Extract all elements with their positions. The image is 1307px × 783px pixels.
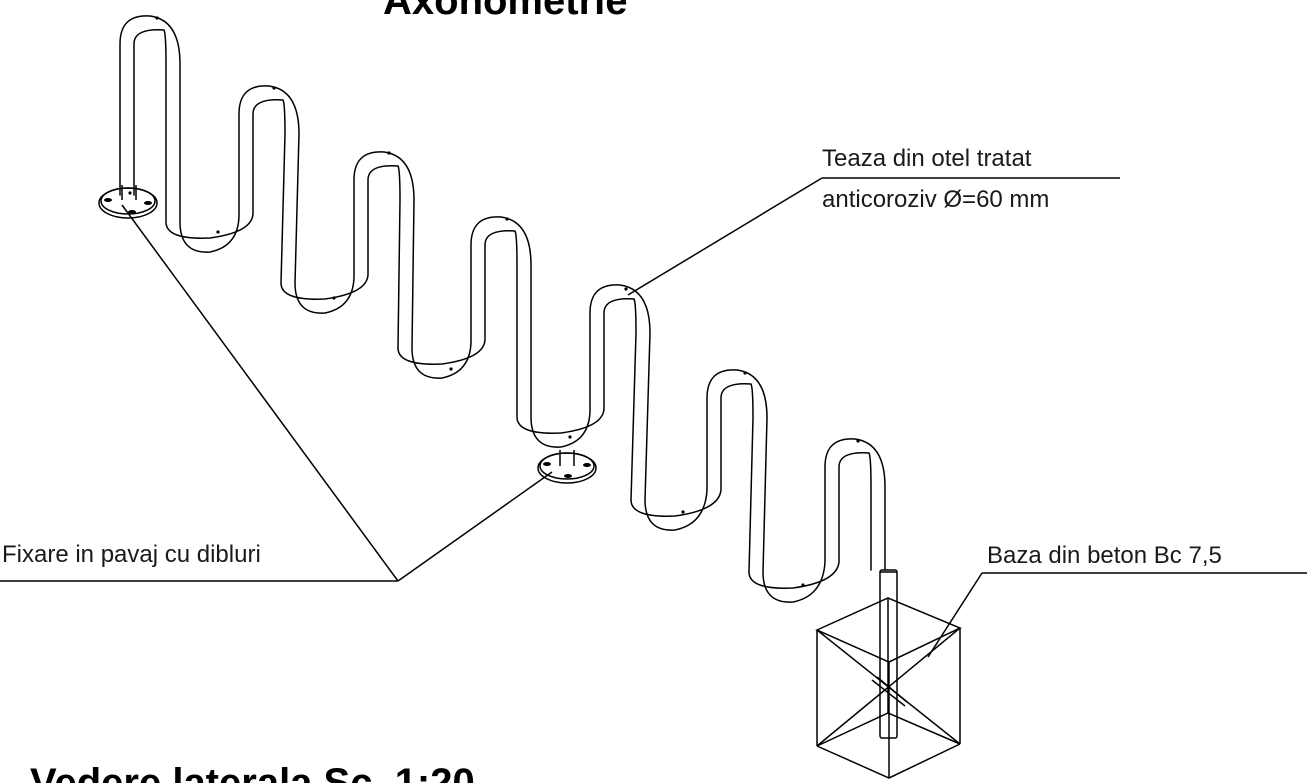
- base-label: Baza din beton Bc 7,5: [987, 542, 1222, 569]
- seam-dot: [216, 230, 220, 234]
- leader-lines: [0, 177, 1307, 658]
- seam-dot: [449, 367, 453, 371]
- seam-dot: [624, 287, 628, 291]
- seam-dot: [387, 151, 391, 155]
- seam-dot: [681, 510, 685, 514]
- tube-outer-outline: [119, 15, 886, 603]
- concrete-base-block: [815, 569, 962, 779]
- side-view-heading: Vedere laterala Sc. 1:20: [30, 761, 475, 783]
- tube-seam-dots: [128, 16, 860, 587]
- tube-inner-outline: [133, 29, 872, 589]
- seam-dot: [272, 86, 276, 90]
- tube-label-line2: anticoroziv Ø=60 mm: [822, 186, 1049, 213]
- seam-dot: [128, 191, 132, 195]
- seam-dot: [856, 439, 860, 443]
- tube-label-line1: Teaza din otel tratat: [822, 145, 1032, 172]
- base-plate-middle: [537, 450, 597, 484]
- seam-dot: [743, 371, 747, 375]
- seam-dot: [332, 296, 336, 300]
- axonometry-heading: Axonometrie: [383, 0, 628, 23]
- serpentine-tube: [119, 15, 886, 603]
- seam-dot: [801, 583, 805, 587]
- seam-dot: [155, 16, 159, 20]
- seam-dot: [505, 217, 509, 221]
- fixing-label: Fixare in pavaj cu dibluri: [2, 541, 261, 568]
- seam-dot: [568, 435, 572, 439]
